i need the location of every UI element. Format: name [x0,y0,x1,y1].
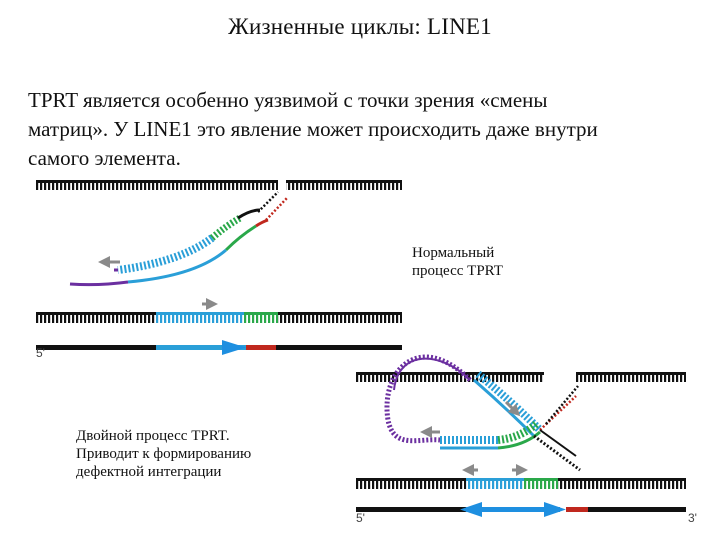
panel-double-result: 5' 3' [356,464,697,525]
label-line: процесс TPRT [412,263,503,279]
three-prime-end-bottom: 3' [688,511,697,525]
label-line: дефектной интеграции [76,464,222,480]
label-line: Приводит к формированию [76,446,252,462]
panel-normal-result: 5' [36,298,402,360]
panel-double-top [356,354,686,472]
paragraph-line: матриц». У LINE1 это явление может проис… [28,117,598,141]
five-prime-end-top: 5' [36,346,45,360]
normal-tprt-label: Нормальный процесс TPRT [412,244,503,280]
panel-normal-top [36,180,402,287]
paragraph-line: TPRT является особенно уязвимой с точки … [28,88,548,112]
five-prime-end-bottom: 5' [356,511,365,525]
double-tprt-label: Двойной процесс TPRT. Приводит к формиро… [76,427,251,481]
slide-title: Жизненные циклы: LINE1 [228,14,492,39]
label-line: Нормальный [412,245,495,261]
description-paragraph: TPRT является особенно уязвимой с точки … [28,86,698,173]
label-line: Двойной процесс TPRT. [76,428,230,444]
paragraph-line: самого элемента. [28,146,181,170]
